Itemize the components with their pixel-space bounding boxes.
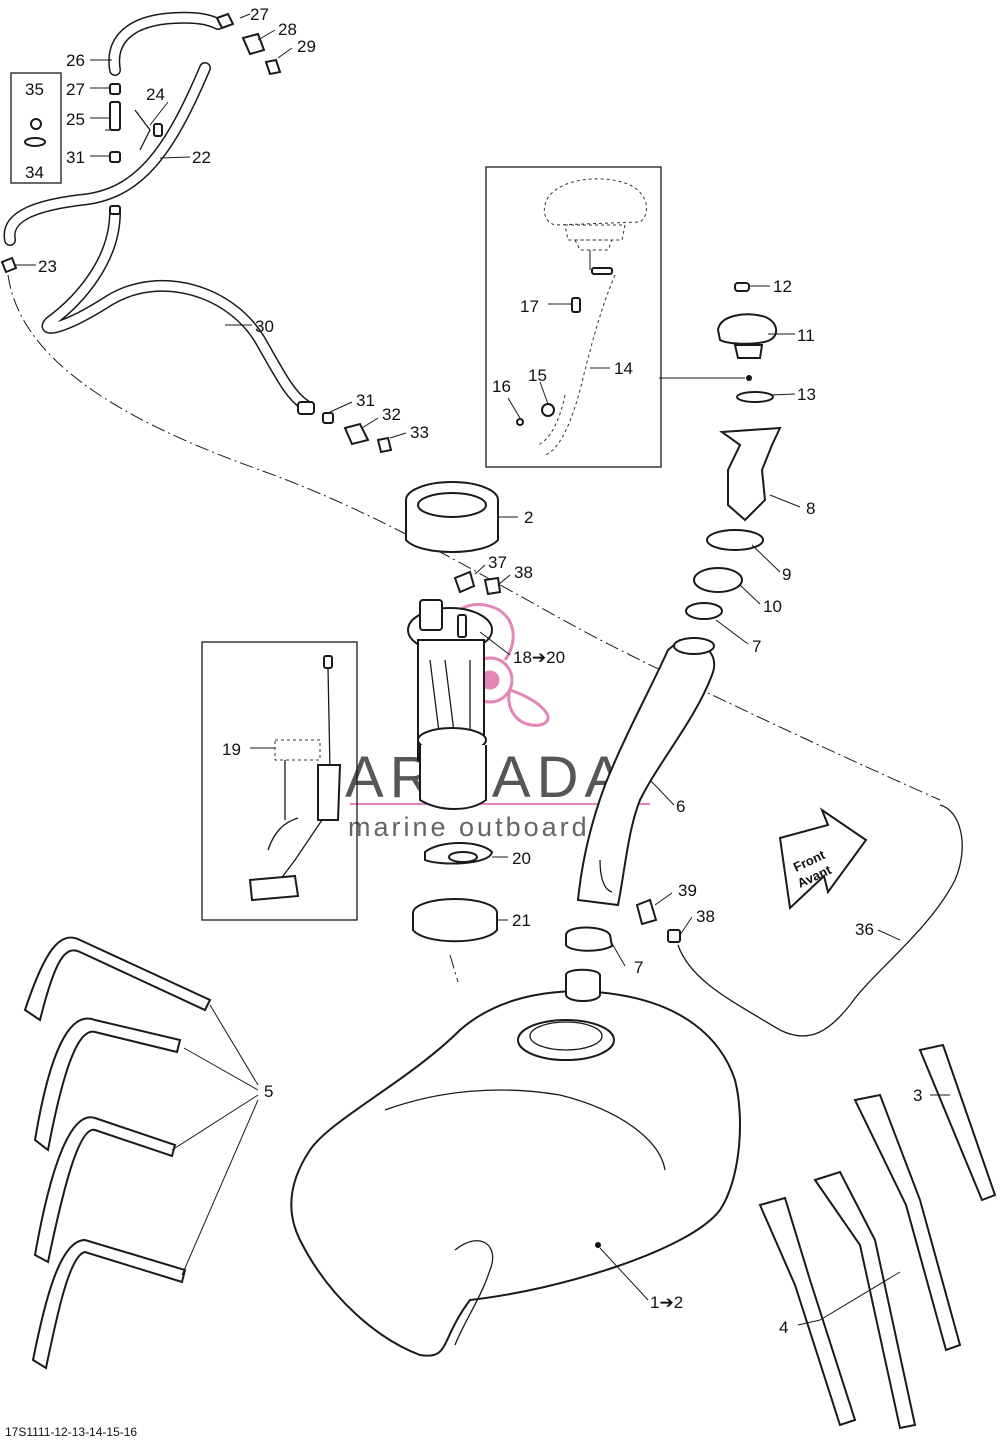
label-13: 13 bbox=[797, 385, 816, 404]
fuel-tank bbox=[290, 968, 741, 1357]
label-7-top: 7 bbox=[752, 637, 761, 656]
label-35: 35 bbox=[25, 80, 44, 99]
label-32: 32 bbox=[382, 405, 401, 424]
label-14: 14 bbox=[614, 359, 633, 378]
lock-ring bbox=[405, 481, 499, 553]
label-39: 39 bbox=[678, 881, 697, 900]
label-16: 16 bbox=[492, 377, 511, 396]
label-33: 33 bbox=[410, 423, 429, 442]
level-sender bbox=[248, 655, 342, 902]
label-15: 15 bbox=[528, 366, 547, 385]
front-direction-arrow: Front Avant bbox=[778, 807, 868, 911]
filler-neck-assembly bbox=[685, 282, 782, 620]
label-25: 25 bbox=[66, 110, 85, 129]
label-34: 34 bbox=[25, 163, 44, 182]
inset-box-level-sender bbox=[201, 641, 358, 921]
vent-hose-assembly bbox=[0, 11, 393, 454]
elbow-fittings bbox=[635, 804, 963, 1037]
label-2: 2 bbox=[524, 508, 533, 527]
label-17: 17 bbox=[520, 297, 539, 316]
label-31: 31 bbox=[356, 391, 375, 410]
label-20: 20 bbox=[512, 849, 531, 868]
label-38-top: 38 bbox=[514, 563, 533, 582]
label-5: 5 bbox=[264, 1082, 273, 1101]
pump-dashed-axis bbox=[449, 954, 459, 983]
label-9: 9 bbox=[782, 565, 791, 584]
inset-box-clamp bbox=[10, 72, 62, 184]
tank-straps-right bbox=[758, 1043, 997, 1430]
label-12: 12 bbox=[773, 277, 792, 296]
label-31-top: 31 bbox=[66, 148, 85, 167]
vent-routing-line bbox=[7, 274, 941, 801]
label-8: 8 bbox=[806, 499, 815, 518]
pump-gasket bbox=[424, 842, 494, 865]
label-4: 4 bbox=[779, 1318, 788, 1337]
label-38: 38 bbox=[696, 907, 715, 926]
fuel-pump-module bbox=[407, 570, 502, 810]
label-11: 11 bbox=[797, 326, 815, 345]
label-6: 6 bbox=[676, 797, 685, 816]
clamp-icon bbox=[24, 118, 46, 147]
label-7-bottom: 7 bbox=[634, 958, 643, 977]
filler-hose bbox=[565, 637, 716, 952]
label-26: 26 bbox=[66, 51, 85, 70]
label-37: 37 bbox=[488, 553, 507, 572]
filler-cap-dotted bbox=[543, 178, 648, 275]
label-1-2: 1➔2 bbox=[650, 1293, 683, 1312]
leader-lines bbox=[14, 13, 950, 1326]
label-3: 3 bbox=[913, 1086, 922, 1105]
label-19: 19 bbox=[222, 740, 241, 759]
tether-chain bbox=[516, 274, 616, 456]
label-18-20: 18➔20 bbox=[513, 648, 565, 667]
label-30: 30 bbox=[255, 317, 274, 336]
part-labels: 27 28 29 26 35 27 24 25 31 22 34 23 30 3… bbox=[25, 5, 922, 1337]
label-21: 21 bbox=[512, 911, 531, 930]
label-36: 36 bbox=[855, 920, 874, 939]
label-10: 10 bbox=[763, 597, 782, 616]
label-27: 27 bbox=[66, 80, 85, 99]
label-23: 23 bbox=[38, 257, 57, 276]
tank-straps-left bbox=[23, 936, 212, 1370]
label-24: 24 bbox=[146, 85, 165, 104]
footer-code: 17S1111-12-13-14-15-16 bbox=[5, 1425, 137, 1439]
label-27-top: 27 bbox=[250, 5, 269, 24]
label-22: 22 bbox=[192, 148, 211, 167]
inset-box-filler-cap bbox=[485, 166, 662, 468]
pump-seal bbox=[412, 898, 498, 943]
watermark-tagline: marine outboards bbox=[348, 812, 606, 842]
label-28: 28 bbox=[278, 20, 297, 39]
watermark-brand: ARMADA bbox=[345, 745, 629, 810]
label-29: 29 bbox=[297, 37, 316, 56]
